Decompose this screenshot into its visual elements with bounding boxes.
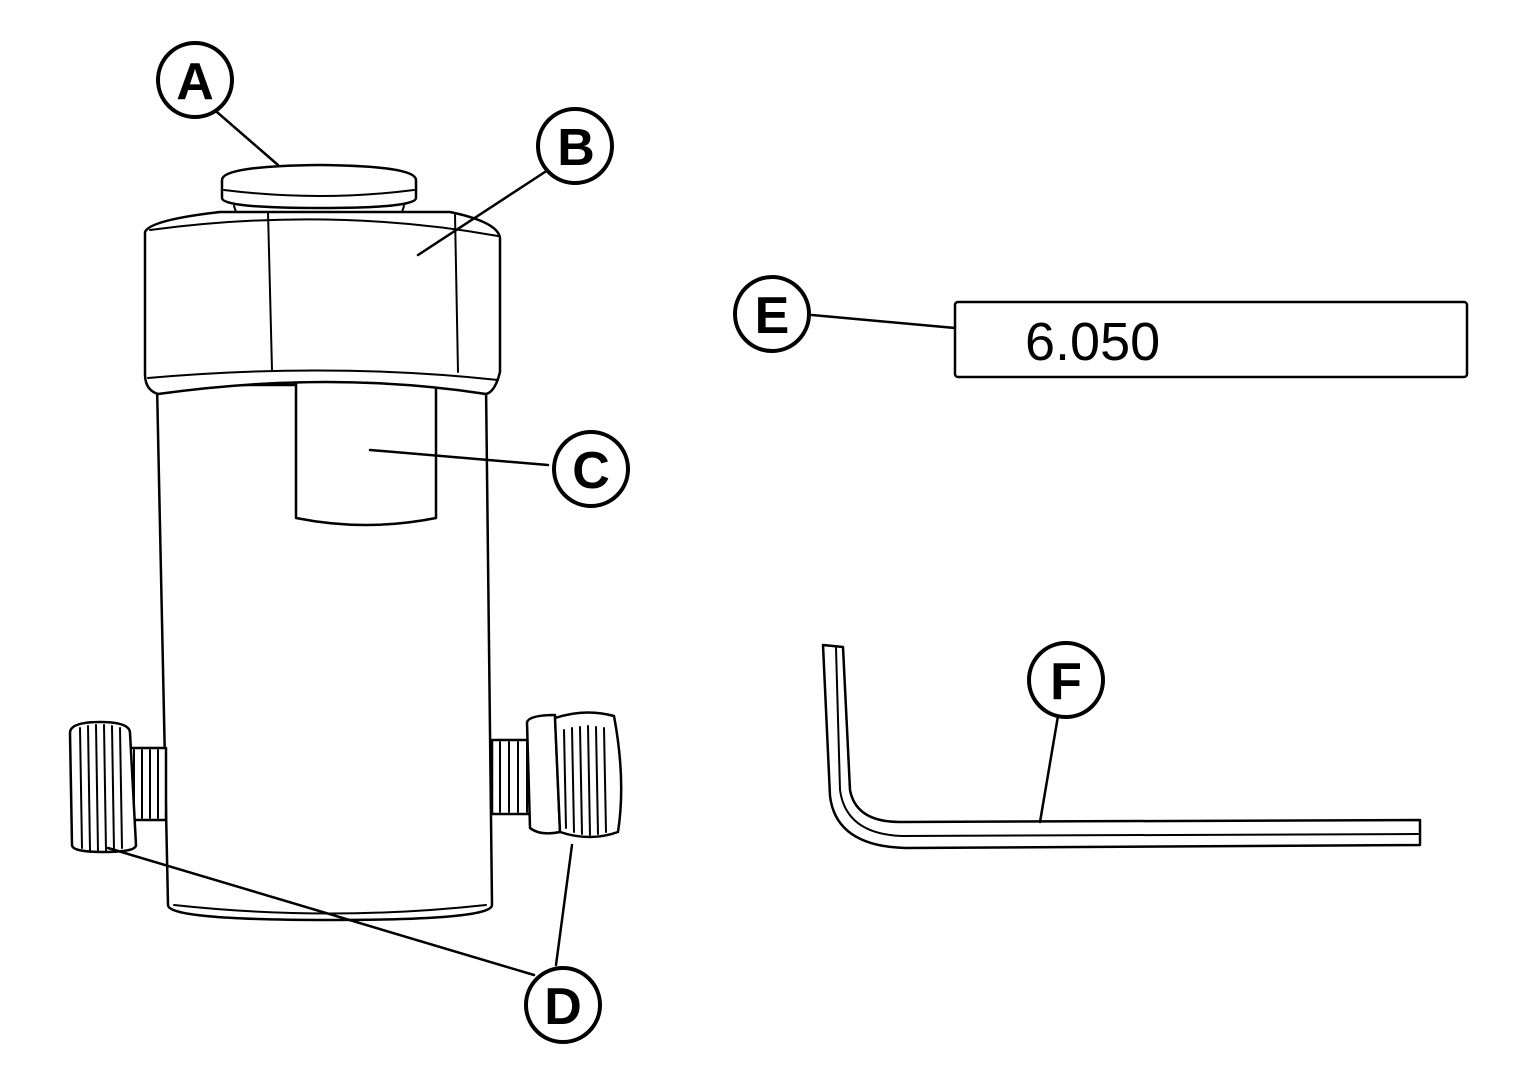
- gauge-block: 6.050: [953, 300, 1469, 379]
- callout-a: A: [156, 41, 234, 119]
- leader-b: [416, 168, 550, 257]
- callout-b-letter: B: [557, 119, 595, 177]
- leader-lines: [106, 104, 1060, 977]
- hex-key: [821, 643, 1422, 850]
- callout-e: E: [733, 275, 811, 353]
- callout-d: D: [524, 966, 602, 1044]
- leader-d-left: [106, 846, 536, 977]
- callout-f: F: [1027, 641, 1105, 719]
- left-thumbscrew: [68, 720, 168, 854]
- callout-c: C: [552, 430, 630, 508]
- leader-f: [1038, 714, 1060, 824]
- callout-f-letter: F: [1050, 653, 1082, 711]
- callout-b: B: [536, 107, 614, 185]
- top-disc: [220, 163, 418, 213]
- callout-c-letter: C: [572, 442, 610, 500]
- hex-collar: [143, 210, 502, 396]
- inner-slot: [294, 370, 438, 527]
- leader-a: [208, 104, 280, 167]
- leader-c: [368, 448, 550, 467]
- leader-d-right: [554, 843, 574, 967]
- callout-e-letter: E: [755, 287, 790, 345]
- gauge-value: 6.050: [1025, 312, 1160, 372]
- right-thumbscrew: [490, 711, 623, 839]
- leader-e: [810, 313, 957, 330]
- callout-d-letter: D: [544, 978, 582, 1036]
- callout-a-letter: A: [176, 53, 214, 111]
